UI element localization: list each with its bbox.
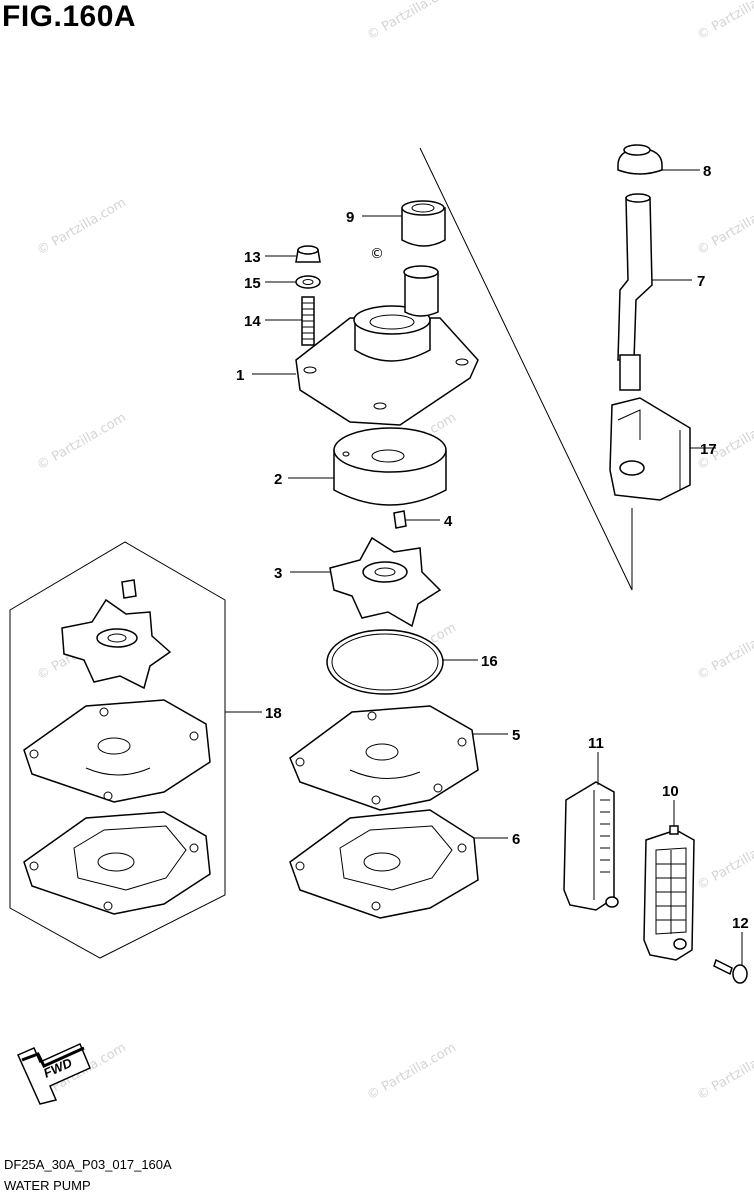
part-11-cover[interactable]: [563, 781, 619, 911]
callout-14: 14: [244, 313, 261, 330]
part-13-nut[interactable]: [295, 245, 321, 263]
watermark: © Partzilla.com: [695, 620, 754, 683]
callout-9: 9: [346, 209, 354, 226]
part-8-grommet[interactable]: [617, 144, 663, 175]
watermark: © Partzilla.com: [35, 410, 129, 473]
fwd-arrow-icon: FWD: [17, 1042, 91, 1105]
callout-7: 7: [697, 273, 705, 290]
watermark: © Partzilla.com: [365, 0, 459, 43]
callout-6: 6: [512, 831, 520, 848]
callout-16: 16: [481, 653, 498, 670]
watermark: © Partzilla.com: [695, 0, 754, 43]
watermark: © Partzilla.com: [695, 830, 754, 893]
callout-3: 3: [274, 565, 282, 582]
callout-1: 1: [236, 367, 244, 384]
part-18-repair-kit[interactable]: [9, 541, 226, 959]
genuine-mark-icon: ©: [370, 246, 384, 262]
part-4-key[interactable]: [393, 510, 407, 529]
watermark: © Partzilla.com: [35, 195, 129, 258]
part-15-washer[interactable]: [295, 275, 321, 289]
callout-5: 5: [512, 727, 520, 744]
callout-12: 12: [732, 915, 749, 932]
callout-10: 10: [662, 783, 679, 800]
part-6-plate[interactable]: [289, 809, 479, 919]
callout-17: 17: [700, 441, 717, 458]
part-1-pump-case[interactable]: [295, 265, 479, 426]
part-16-o-ring[interactable]: [326, 629, 444, 695]
callout-15: 15: [244, 275, 261, 292]
part-9-collar[interactable]: [401, 200, 446, 247]
figure-name: WATER PUMP: [4, 1178, 91, 1193]
reference-line: [419, 147, 633, 591]
figure-title: FIG.160A: [2, 0, 137, 33]
part-12-screw[interactable]: [713, 958, 748, 984]
part-17-bracket[interactable]: [609, 397, 691, 501]
part-7-water-tube[interactable]: [617, 193, 653, 391]
part-14-stud-bolt[interactable]: [301, 296, 315, 346]
part-10-grille[interactable]: [643, 825, 695, 961]
callout-8: 8: [703, 163, 711, 180]
figure-code: DF25A_30A_P03_017_160A: [4, 1157, 172, 1172]
watermark: © Partzilla.com: [695, 1040, 754, 1103]
part-5-gasket[interactable]: [289, 705, 479, 811]
watermark: © Partzilla.com: [695, 195, 754, 258]
callout-18: 18: [265, 705, 282, 722]
watermark: © Partzilla.com: [365, 1040, 459, 1103]
callout-11: 11: [588, 735, 604, 752]
part-2-liner[interactable]: [333, 427, 447, 506]
callout-2: 2: [274, 471, 282, 488]
callout-4: 4: [444, 513, 453, 530]
part-3-impeller[interactable]: [329, 536, 442, 628]
callout-13: 13: [244, 249, 261, 266]
